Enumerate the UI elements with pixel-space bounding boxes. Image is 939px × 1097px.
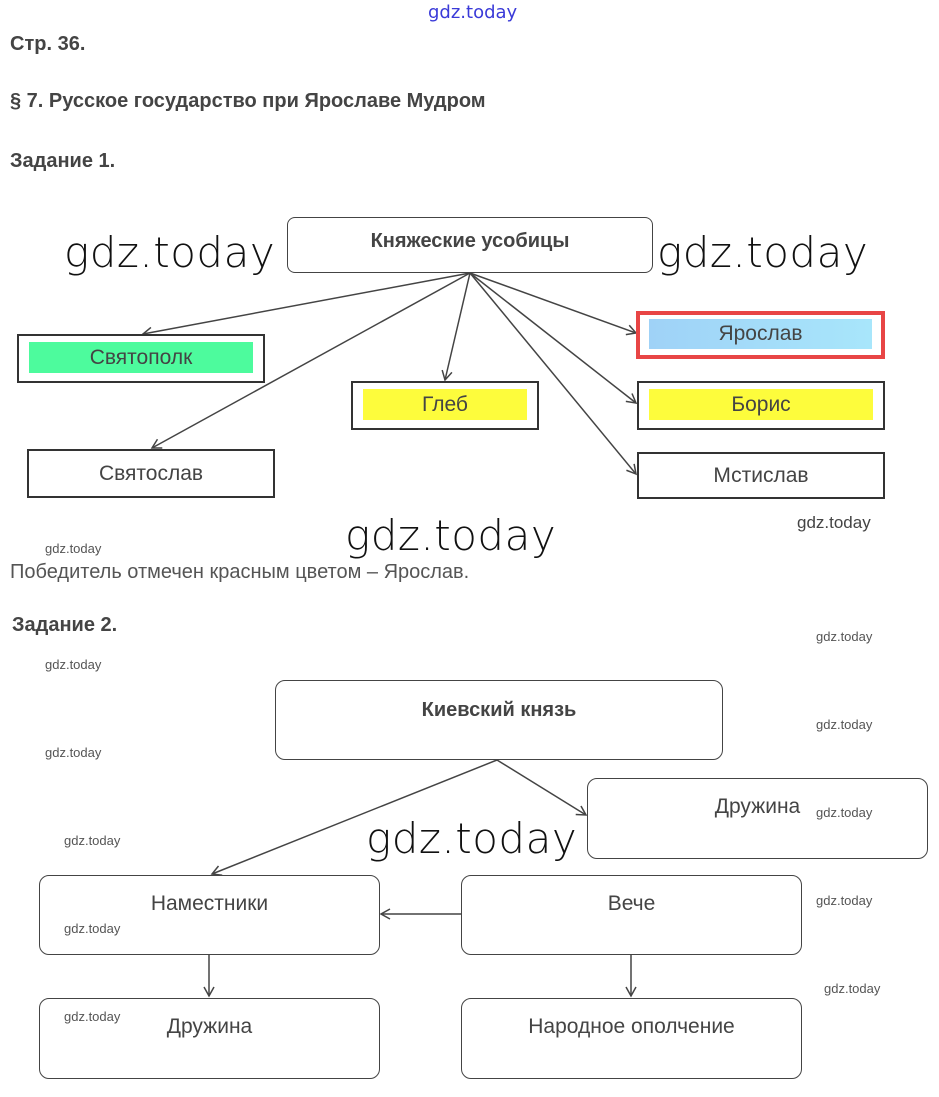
node-label: Святослав (98, 461, 204, 485)
arrow (150, 272, 471, 449)
watermark: gdz.today (816, 893, 873, 908)
arrow (469, 272, 638, 336)
watermark: gdz.today (45, 541, 102, 556)
watermark: gdz.today (45, 745, 102, 760)
arrow (141, 272, 471, 338)
node-label: Мстислав (713, 463, 809, 487)
arrow (441, 272, 471, 382)
node-label: Глеб (363, 389, 527, 420)
node-narodnoe-opolchenie: Народное ополчение (461, 998, 802, 1079)
node-namestniki: Наместники (39, 875, 380, 955)
arrow (469, 272, 637, 476)
node-veche: Вече (461, 875, 802, 955)
watermark: gdz.today (64, 1009, 121, 1024)
watermark: gdz.today (816, 629, 873, 644)
watermark: gdz.today (45, 657, 102, 672)
task1-heading: Задание 1. (10, 150, 116, 172)
watermark: gdz.today (64, 833, 121, 848)
watermark: gdz.today (816, 805, 873, 820)
watermark: gdz.today (797, 513, 871, 532)
node-yaroslav-winner: Ярослав (636, 311, 885, 359)
watermark: gdz.today (345, 511, 557, 560)
watermark: gdz.today (366, 814, 578, 863)
arrow (210, 759, 498, 877)
arrow (496, 759, 588, 816)
node-druzhina: Дружина (587, 778, 928, 859)
root-node-kiev-prince: Киевский князь (275, 680, 723, 760)
page-number: Стр. 36. (10, 33, 86, 55)
watermark: gdz.today (64, 228, 276, 277)
task2-heading: Задание 2. (12, 614, 118, 636)
node-svyatoslav: Святослав (27, 449, 275, 498)
watermark: gdz.today (816, 717, 873, 732)
node-label: Борис (649, 389, 873, 420)
watermark-top: gdz.today (428, 2, 518, 23)
watermark: gdz.today (657, 228, 869, 277)
node-druzhina-2: Дружина (39, 998, 380, 1079)
watermark: gdz.today (64, 921, 121, 936)
node-svyatopolk: Святополк (17, 334, 265, 383)
arrow (469, 272, 638, 404)
section-title: § 7. Русское государство при Ярославе Му… (10, 90, 486, 112)
node-label: Ярослав (649, 319, 872, 349)
node-boris: Борис (637, 381, 885, 430)
node-gleb: Глеб (351, 381, 539, 430)
watermark: gdz.today (824, 981, 881, 996)
root-node-princely-feuds: Княжеские усобицы (287, 217, 653, 273)
answer-text: Победитель отмечен красным цветом – Ярос… (10, 561, 470, 583)
node-label: Святополк (29, 342, 253, 373)
node-mstislav: Мстислав (637, 452, 885, 499)
